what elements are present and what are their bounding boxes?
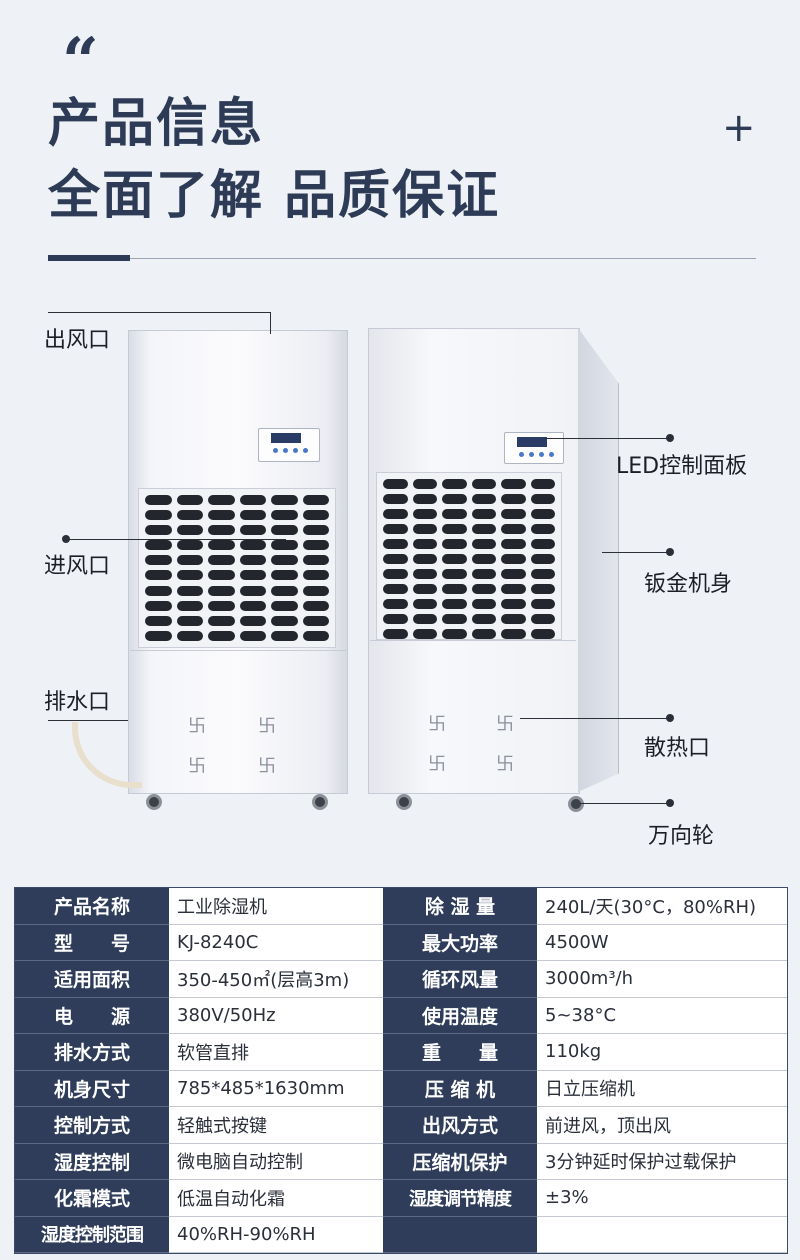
spec-value: 785*485*1630mm [169,1070,383,1107]
spec-value: ±3% [537,1180,787,1217]
plus-icon: + [722,105,756,151]
leader-dot [666,434,674,442]
header-divider-accent [48,255,130,261]
leader-line [48,720,128,721]
spec-value: 软管直排 [169,1034,383,1071]
display-screen [271,433,301,443]
spec-key: 适用面积 [15,961,169,998]
vent-icon: 卐 [428,714,446,735]
leader-line [602,552,670,553]
button-icon [273,448,278,453]
leader-dot [666,714,674,722]
control-panel [258,428,320,462]
spec-key: 电 源 [15,997,169,1034]
quote-mark: “ [62,24,99,99]
leader-line [66,539,286,540]
button-icon [519,452,524,457]
spec-value: 微电脑自动控制 [169,1143,383,1180]
spec-value: 5~38°C [537,997,787,1034]
button-icon [283,448,288,453]
label-led-panel: LED控制面板 [616,454,748,479]
spec-table: 产品名称 工业除湿机 除 湿 量 240L/天(30°C，80%RH) 型 号 … [14,887,788,1254]
button-icon [539,452,544,457]
spec-key: 湿度调节精度 [383,1180,537,1217]
spec-key: 湿度控制 [15,1143,169,1180]
vent-icon: 卐 [188,716,206,737]
spec-key: 压缩机保护 [383,1143,537,1180]
dehumidifier-side-panel [578,328,619,792]
spec-key: 除 湿 量 [383,888,537,925]
spec-key: 机身尺寸 [15,1070,169,1107]
spec-value: 3000m³/h [537,961,787,998]
button-icon [529,452,534,457]
wheel-icon [312,794,328,810]
spec-key: 排水方式 [15,1034,169,1071]
spec-key: 最大功率 [383,924,537,961]
wheel-icon [146,794,162,810]
vent-icon: 卐 [258,716,276,737]
spec-key: 出风方式 [383,1107,537,1144]
leader-dot [666,799,674,807]
spec-value: 工业除湿机 [169,888,383,925]
label-drain: 排水口 [44,690,111,715]
wheel-icon [568,796,584,812]
spec-key: 湿度控制范围 [15,1216,169,1253]
label-heat-vent: 散热口 [644,736,711,761]
leader-line [546,438,670,439]
spec-key: 循环风量 [383,961,537,998]
spec-value: 轻触式按键 [169,1107,383,1144]
leader-dot [666,548,674,556]
spec-value: 40%RH-90%RH [169,1216,383,1253]
leader-line [580,803,670,804]
spec-value: 380V/50Hz [169,997,383,1034]
spec-value: 240L/天(30°C，80%RH) [537,888,787,925]
leader-line [520,718,670,719]
button-icon [293,448,298,453]
button-icon [303,448,308,453]
drain-hose [72,722,142,788]
spec-key [383,1216,537,1253]
spec-key: 化霜模式 [15,1180,169,1217]
vent-icon: 卐 [496,714,514,735]
spec-value: 350-450㎡(层高3m) [169,961,383,998]
lower-panel [370,640,576,791]
vent-icon: 卐 [258,756,276,777]
spec-key: 使用温度 [383,997,537,1034]
spec-key: 压 缩 机 [383,1070,537,1107]
spec-key: 型 号 [15,924,169,961]
label-sheet-metal: 钣金机身 [644,572,733,597]
wheel-icon [396,794,412,810]
header-divider [48,258,756,259]
spec-key: 重 量 [383,1034,537,1071]
spec-value: 4500W [537,924,787,961]
button-icon [549,452,554,457]
section-subtitle: 全面了解 品质保证 [48,166,501,226]
section-title: 产品信息 [48,94,265,154]
display-screen [517,437,547,447]
label-outlet: 出风口 [44,328,111,353]
spec-value: 前进风，顶出风 [537,1107,787,1144]
lower-panel [130,650,346,791]
spec-key: 控制方式 [15,1107,169,1144]
spec-value: 110kg [537,1034,787,1071]
spec-value: KJ-8240C [169,924,383,961]
spec-value [537,1216,787,1253]
leader-line [48,312,270,313]
control-panel [504,432,564,464]
label-wheel: 万向轮 [648,824,715,849]
spec-key: 产品名称 [15,888,169,925]
vent-icon: 卐 [496,754,514,775]
vent-icon: 卐 [428,754,446,775]
air-inlet-grille [376,472,562,640]
spec-value: 低温自动化霜 [169,1180,383,1217]
spec-value: 日立压缩机 [537,1070,787,1107]
leader-line [270,312,271,334]
label-inlet: 进风口 [44,554,111,579]
air-inlet-grille [138,488,336,648]
spec-value: 3分钟延时保护过载保护 [537,1143,787,1180]
vent-icon: 卐 [188,756,206,777]
